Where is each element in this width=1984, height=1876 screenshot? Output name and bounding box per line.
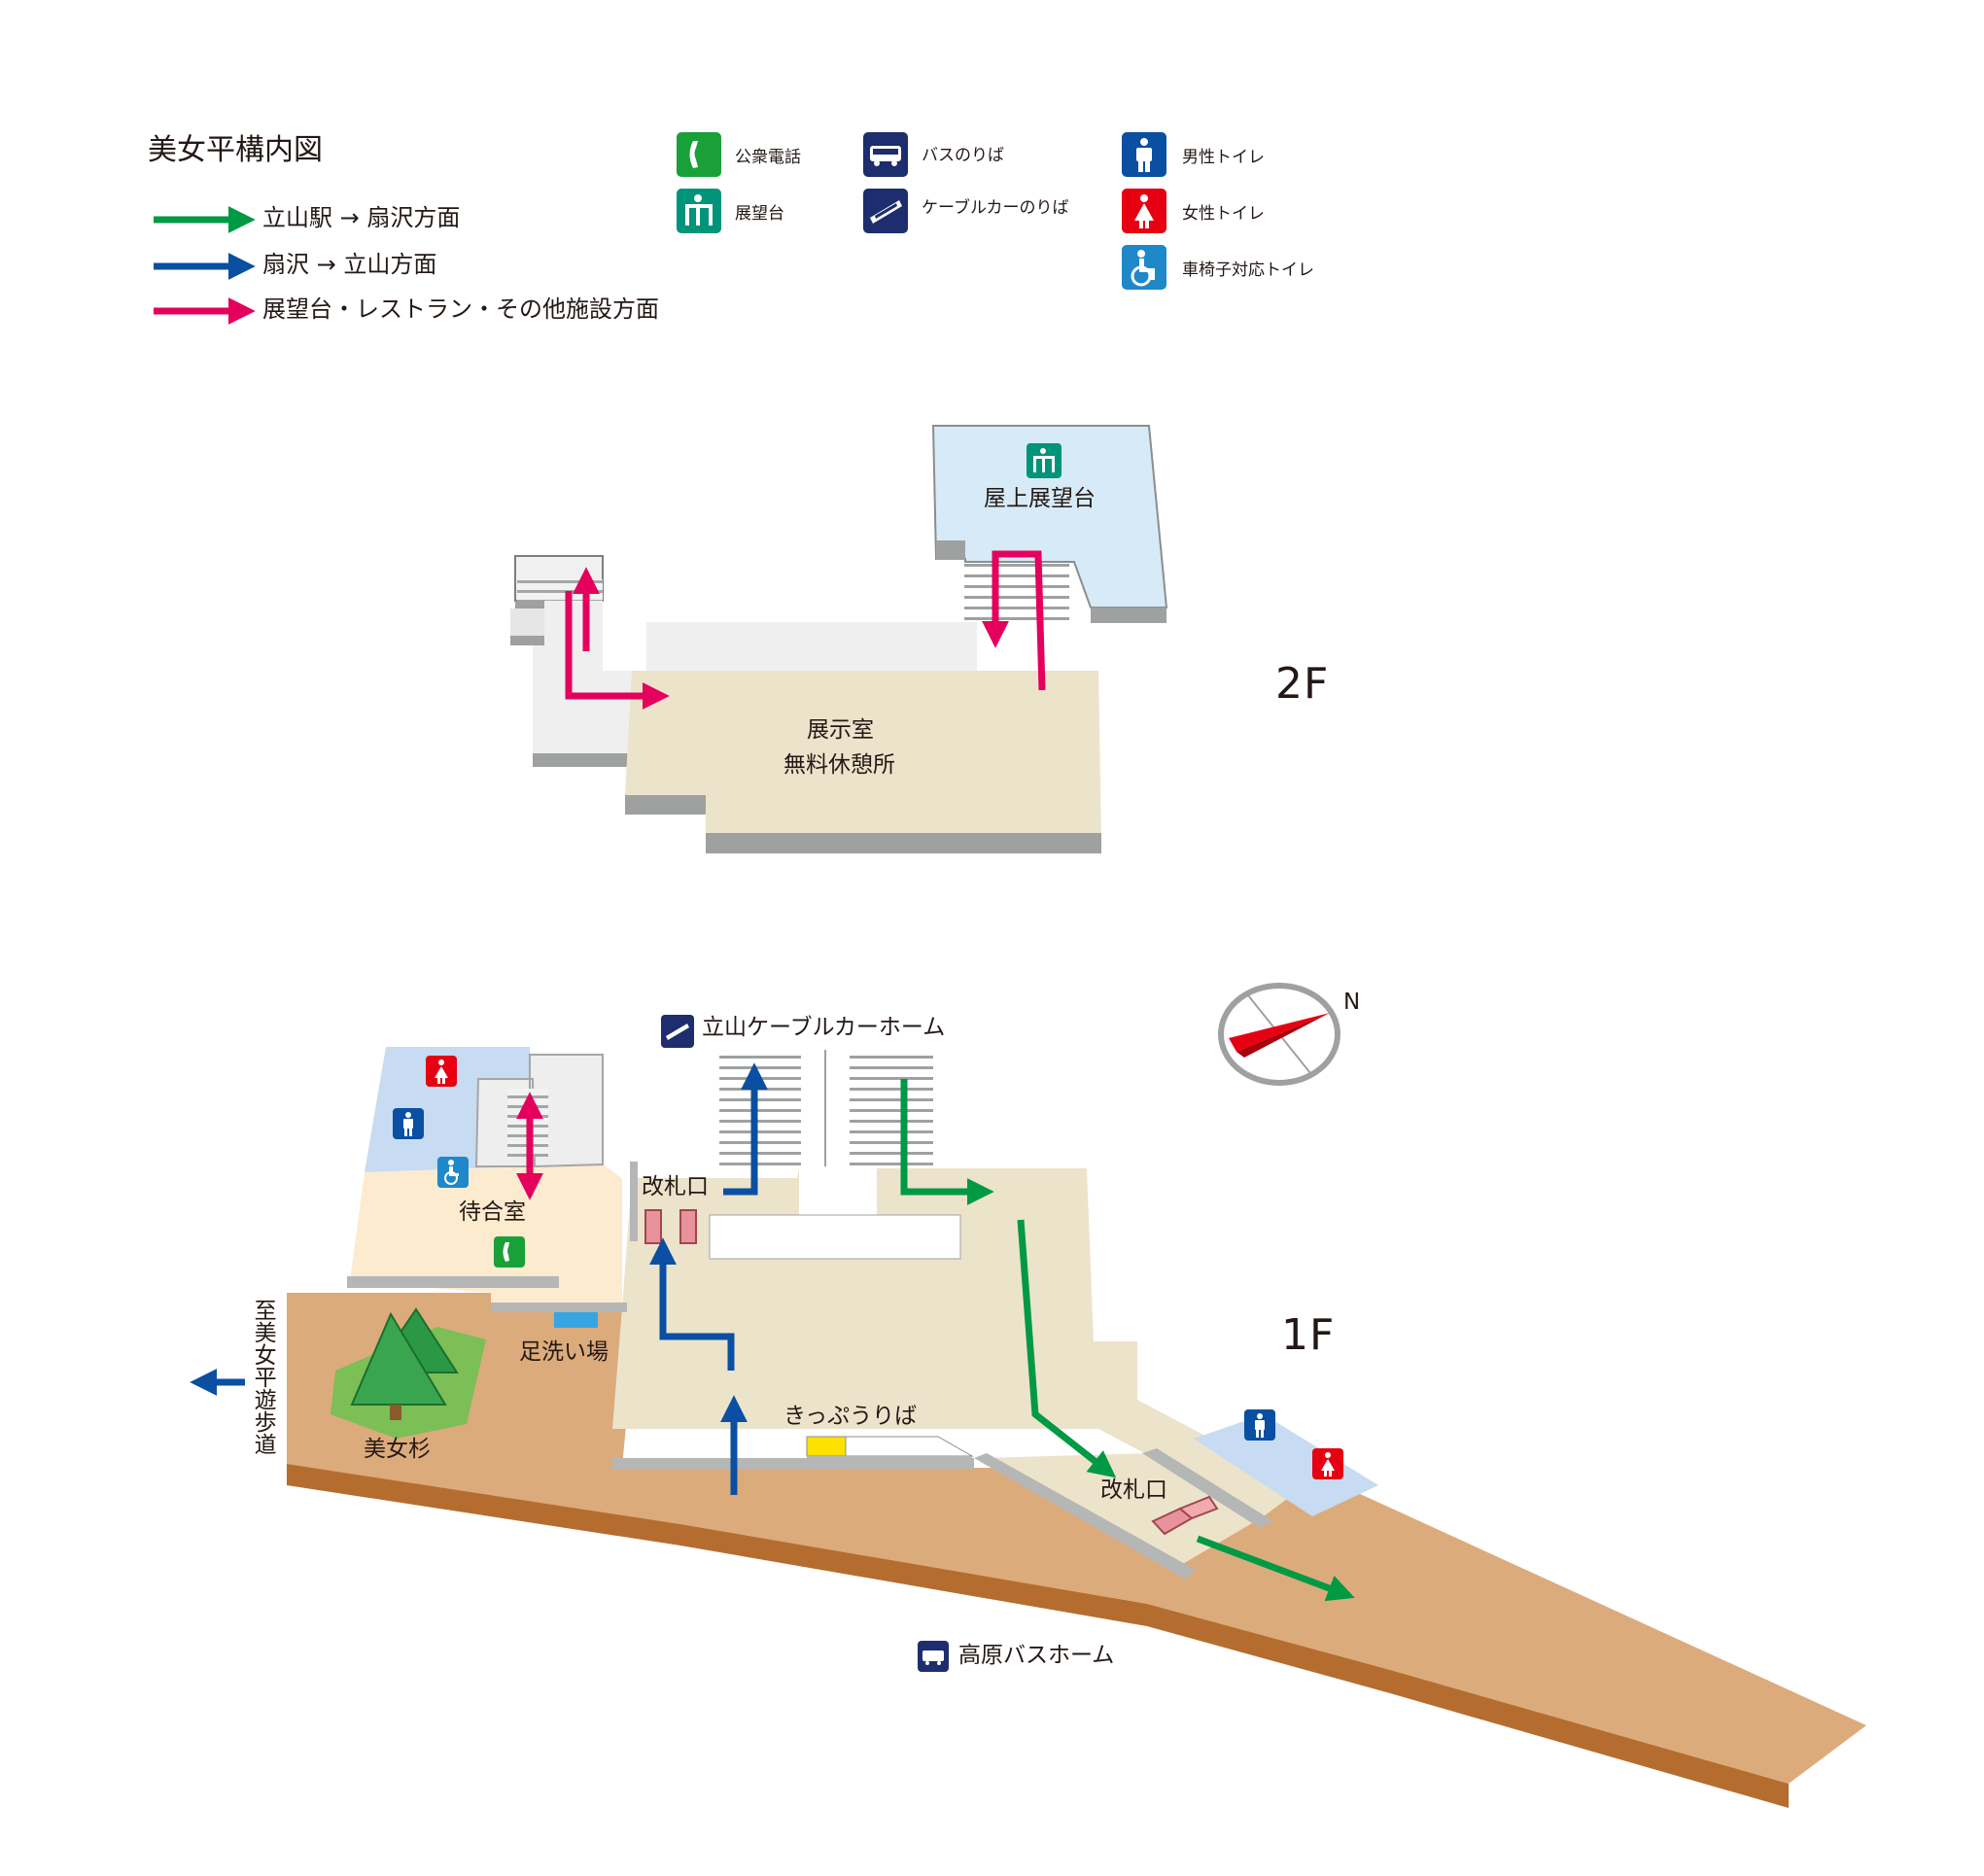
- route-1f-green-exit: [900, 1079, 994, 1205]
- phone-icon: [494, 1236, 525, 1268]
- legend: [154, 132, 1166, 325]
- route-1f-green-bus: [1196, 1535, 1355, 1602]
- compass-icon: [1218, 983, 1340, 1086]
- exhibit-room-label: 展示室: [807, 717, 874, 743]
- cable-car-icon: [661, 1015, 694, 1048]
- womens-toilet-icon: [1122, 189, 1166, 233]
- mens-toilet-icon: [1122, 132, 1166, 177]
- foot-bath-label: 足洗い場: [519, 1339, 609, 1365]
- compass-north-label: N: [1343, 990, 1361, 1015]
- page-title: 美女平構内図: [148, 133, 323, 167]
- route-legend-label: 扇沢 → 立山方面: [262, 251, 437, 278]
- icon-legend-label: 女性トイレ: [1182, 204, 1265, 224]
- route-1f-blue-gate: [723, 1062, 768, 1196]
- rooftop-deck-label: 屋上展望台: [984, 486, 1096, 511]
- route-legend-label: 立山駅 → 扇沢方面: [262, 204, 461, 231]
- walkway-label: 至美女平遊歩道: [250, 1299, 276, 1455]
- tree-label: 美女杉: [364, 1437, 431, 1462]
- ground-area: [287, 1293, 1866, 1784]
- waiting-room-label: 待合室: [459, 1199, 526, 1225]
- icon-legend-label: バスのりば: [922, 146, 1004, 165]
- floor-1f: [190, 983, 1866, 1808]
- wheelchair-toilet-icon: [1122, 245, 1166, 290]
- route-legend-label: 展望台・レストラン・その他施設方面: [262, 295, 659, 323]
- floor-label-2f: 2F: [1275, 659, 1330, 709]
- waiting-room-area: [350, 1164, 622, 1307]
- route-2f-rooftop-loop: [982, 550, 1046, 691]
- icon-legend-label: 展望台: [735, 204, 784, 224]
- observation-deck-icon: [677, 189, 721, 233]
- cable-car-icon: [863, 189, 908, 233]
- route-1f-green-down: [1017, 1219, 1117, 1478]
- bus-home-label: 高原バスホーム: [958, 1643, 1115, 1668]
- icon-legend-label: 公衆電話: [735, 148, 801, 167]
- bus-icon: [918, 1641, 949, 1672]
- icon-legend-label: 車椅子対応トイレ: [1182, 261, 1314, 280]
- observation-deck-icon: [1027, 443, 1062, 478]
- route-2f-to-exhibit: [565, 591, 670, 710]
- mens-toilet-icon: [393, 1108, 424, 1139]
- ticket-gate-label: 改札口: [642, 1174, 709, 1199]
- floor-label-1f: 1F: [1281, 1310, 1336, 1360]
- phone-icon: [677, 132, 721, 177]
- exhibit-room-area: [625, 671, 1101, 841]
- icon-legend-label: ケーブルカーのりば: [922, 198, 1069, 218]
- cable-car-home-label: 立山ケーブルカーホーム: [702, 1015, 946, 1040]
- ticket-gate-label: 改札口: [1100, 1477, 1167, 1503]
- ticket-office-label: きっぷうりば: [783, 1404, 918, 1429]
- rest-area-label: 無料休憩所: [783, 752, 895, 778]
- mens-toilet-icon: [1244, 1409, 1275, 1441]
- womens-toilet-icon: [1312, 1448, 1343, 1479]
- bus-icon: [863, 132, 908, 177]
- route-1f-blue-mid: [649, 1237, 735, 1371]
- floor-2f: [510, 425, 1168, 853]
- wheelchair-toilet-icon: [437, 1157, 469, 1188]
- womens-toilet-icon: [426, 1056, 457, 1087]
- icon-legend-label: 男性トイレ: [1182, 148, 1265, 167]
